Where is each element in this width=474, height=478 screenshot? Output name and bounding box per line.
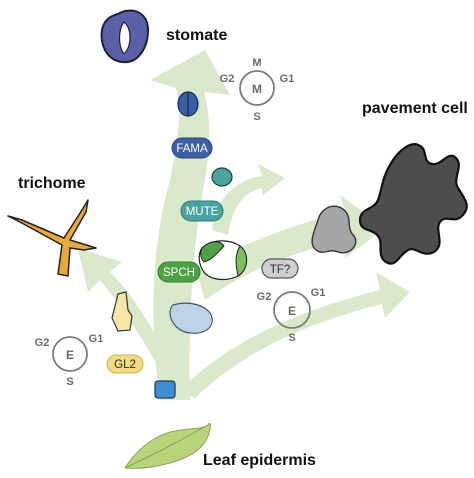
- arrow-side-loop: [212, 164, 285, 235]
- gl2-badge: GL2: [106, 354, 144, 374]
- pavement-precursor: [311, 205, 357, 254]
- cell-cycle-mitotic: M M G2 G1 S: [220, 57, 295, 123]
- fama-label: FAMA: [176, 143, 208, 155]
- cycle-bottom-label: S: [66, 376, 73, 388]
- trichome-icon: [7, 199, 97, 277]
- cycle-center-label: E: [288, 304, 296, 318]
- spch-badge: SPCH: [157, 261, 201, 283]
- cycle-bottom-label: S: [253, 111, 260, 123]
- cell-cycle-endo-right: E G2 G1 S: [257, 287, 326, 344]
- trichome-precursor: [111, 291, 133, 332]
- tf-label: TF?: [270, 264, 290, 276]
- leaf-icon: [124, 422, 211, 469]
- cycle-center-label: M: [252, 82, 262, 96]
- pavement-cell-label: pavement cell: [362, 100, 468, 117]
- cycle-right-label: G1: [311, 287, 326, 299]
- cycle-left-label: G2: [35, 337, 50, 349]
- young-guard-cells: [177, 91, 199, 117]
- stomate-label: stomate: [166, 27, 227, 44]
- cycle-center-label: E: [66, 348, 74, 362]
- spch-label: SPCH: [163, 267, 195, 279]
- cycle-top-label: M: [252, 57, 261, 69]
- intermediate-cell: [169, 302, 213, 334]
- cycle-right-label: G1: [280, 73, 295, 85]
- pavement-cell-icon: [358, 143, 468, 265]
- mute-label: MUTE: [186, 206, 219, 218]
- meristemoid-cell: [198, 240, 248, 281]
- gl2-label: GL2: [114, 359, 136, 371]
- tf-badge: TF?: [261, 258, 299, 279]
- arrow-to-pavement-lower: [180, 272, 410, 398]
- guard-mother-cell: [211, 167, 233, 187]
- stomate-icon: [100, 9, 150, 64]
- cycle-bottom-label: S: [288, 332, 295, 344]
- cycle-left-label: G2: [257, 291, 272, 303]
- cell-cycle-endo-left: E G2 G1 S: [35, 333, 104, 388]
- leaf-epidermis-label: Leaf epidermis: [203, 452, 316, 469]
- cycle-right-label: G1: [89, 333, 104, 345]
- protodermal-cell: [154, 380, 176, 399]
- trichome-label: trichome: [18, 175, 86, 192]
- cycle-left-label: G2: [220, 73, 235, 85]
- fama-badge: FAMA: [171, 137, 213, 159]
- mute-badge: MUTE: [180, 200, 224, 222]
